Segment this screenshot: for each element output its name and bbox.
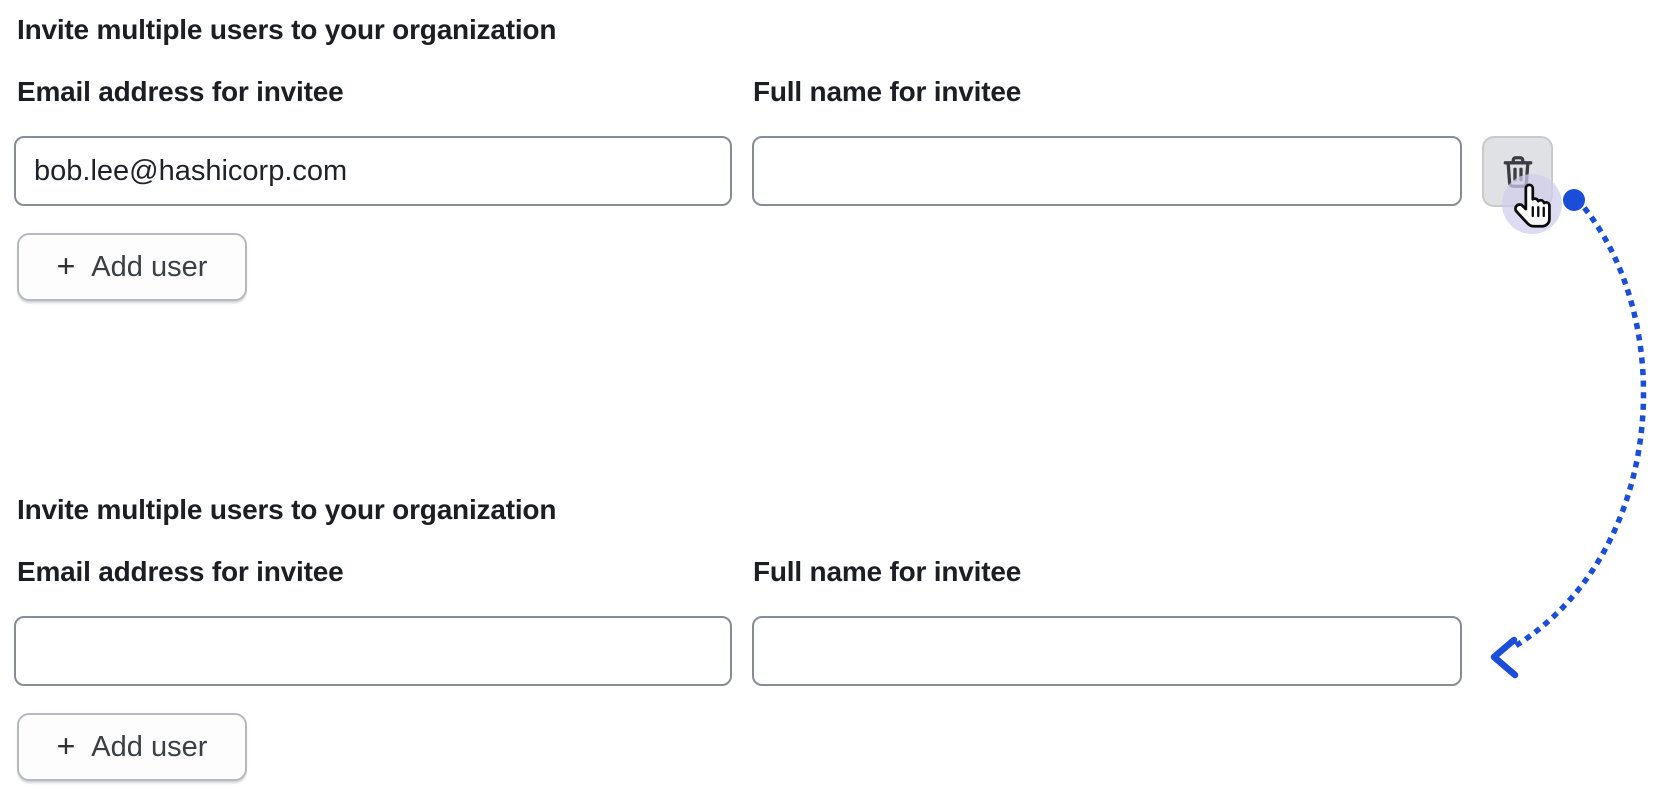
email-field-label: Email address for invitee bbox=[17, 556, 344, 587]
fullname-field[interactable] bbox=[752, 136, 1462, 206]
add-user-label: Add user bbox=[91, 730, 208, 763]
invite-form-before: Invite multiple users to your organizati… bbox=[14, 14, 1553, 301]
invite-form-after: Invite multiple users to your organizati… bbox=[0, 480, 1672, 800]
fullname-field[interactable] bbox=[752, 616, 1462, 686]
email-field[interactable] bbox=[14, 616, 732, 686]
fullname-field-label: Full name for invitee bbox=[753, 76, 1022, 107]
plus-icon: + bbox=[56, 248, 76, 284]
delete-user-button[interactable] bbox=[1482, 136, 1553, 207]
fullname-field-label: Full name for invitee bbox=[753, 556, 1022, 587]
add-user-label: Add user bbox=[91, 250, 208, 283]
add-user-button[interactable]: + Add user bbox=[17, 233, 247, 301]
add-user-button[interactable]: + Add user bbox=[17, 713, 247, 781]
form-heading: Invite multiple users to your organizati… bbox=[17, 14, 557, 45]
trash-icon bbox=[1499, 153, 1537, 191]
form-heading: Invite multiple users to your organizati… bbox=[17, 494, 557, 525]
email-field-label: Email address for invitee bbox=[17, 76, 344, 107]
plus-icon: + bbox=[56, 728, 76, 764]
email-field[interactable] bbox=[14, 136, 732, 206]
